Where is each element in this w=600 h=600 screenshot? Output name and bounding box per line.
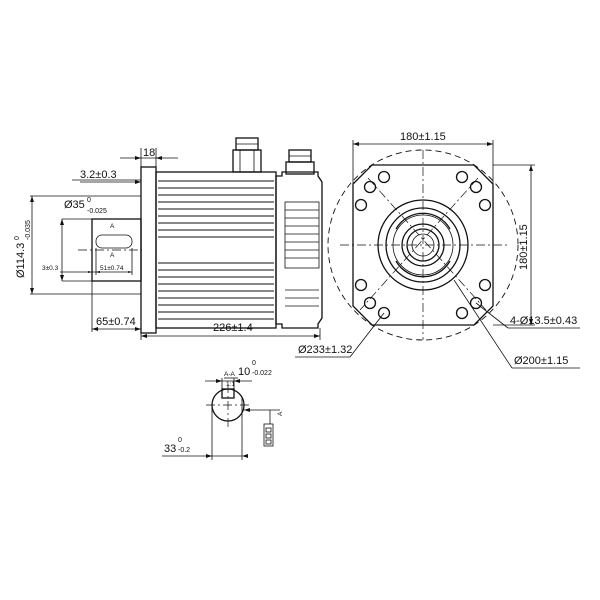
encoder-connector bbox=[285, 149, 315, 175]
dim-flange-width-vertical: 180±1.15 bbox=[518, 224, 530, 270]
section-scale: 1:1 bbox=[226, 381, 235, 388]
dim-key-height-tol-lower: -0.2 bbox=[178, 447, 190, 454]
dim-pilot-tol-upper: 0 bbox=[14, 236, 21, 240]
front-flange bbox=[352, 164, 494, 326]
section-label: A-A bbox=[224, 371, 236, 378]
dim-mounting-holes: 4-Ø13.5±0.43 bbox=[510, 315, 577, 327]
dim-key-width: 10 bbox=[238, 366, 250, 378]
dim-shaft-length: 65±0.74 bbox=[96, 316, 136, 328]
mounting-flange bbox=[140, 166, 157, 334]
dim-shaft-tol: -0.025 bbox=[87, 208, 107, 215]
dim-flange-offset: 3.2±0.3 bbox=[80, 169, 117, 181]
dim-key-height-tol-upper: 0 bbox=[178, 437, 182, 444]
front-view: 180±1.15 180±1.15 4-Ø13.5±0.43 Ø233±1.32… bbox=[295, 131, 580, 369]
mounting-holes bbox=[354, 170, 492, 320]
dim-key-width-tol-upper: 0 bbox=[252, 360, 256, 367]
encoder-housing bbox=[275, 171, 323, 329]
dim-shaft-tol-upper: 0 bbox=[87, 197, 91, 204]
dim-key-offset: 3±0.3 bbox=[42, 265, 59, 272]
dim-pitch-circle-diameter: Ø200±1.15 bbox=[514, 355, 568, 367]
dim-outer-diameter: Ø233±1.32 bbox=[298, 344, 352, 356]
dim-pilot-tol-lower: -0.035 bbox=[25, 220, 32, 240]
key-section-marker-2: A bbox=[110, 252, 115, 259]
dim-key-length: 51±0.74 bbox=[100, 265, 124, 272]
key-section-marker-1: A bbox=[110, 223, 115, 230]
dim-pilot-diameter: Ø114.3 bbox=[15, 243, 27, 278]
power-connector bbox=[232, 137, 262, 173]
dim-body-length: 226±1.4 bbox=[213, 322, 253, 334]
cooling-fins bbox=[158, 180, 274, 320]
datum-mark: A bbox=[277, 411, 284, 416]
motor-shaft bbox=[78, 218, 142, 282]
dim-flange-thickness: 18 bbox=[143, 147, 155, 159]
tolerance-frame bbox=[263, 423, 274, 447]
dim-key-height: 33 bbox=[164, 443, 176, 455]
dim-flange-width-horizontal: 180±1.15 bbox=[400, 131, 446, 143]
dim-shaft-diameter: Ø35 bbox=[64, 199, 85, 211]
dim-key-width-tol-lower: -0.022 bbox=[252, 370, 272, 377]
side-view: 18 3.2±0.3 Ø35 0 -0.025 Ø114.3 0 -0.035 … bbox=[14, 137, 323, 340]
outer-diameter-circle bbox=[327, 149, 519, 341]
shaft-section: A-A 1:1 10 0 -0.022 33 0 -0.2 A bbox=[162, 360, 284, 460]
